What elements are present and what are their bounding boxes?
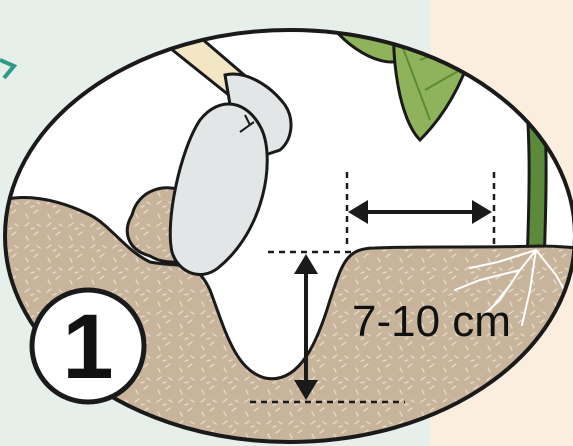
- depth-label: 7-10 cm: [352, 297, 511, 346]
- step-number: 1: [62, 296, 113, 398]
- step-badge: 1: [32, 290, 144, 402]
